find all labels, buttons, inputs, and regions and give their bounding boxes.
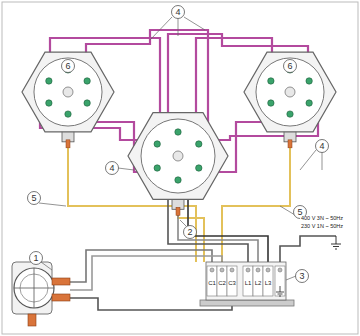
terminal-pin [306,100,312,106]
terminal-screw [266,268,270,272]
frame [2,2,358,334]
terminal-pin [196,165,202,171]
callout-number: 6 [287,62,292,71]
terminal-label: C1 [208,280,216,286]
callout-number: 5 [31,194,36,203]
terminal-pin [175,129,181,135]
heating-element [244,52,336,148]
terminal-pin [306,78,312,84]
terminal-pin [84,100,90,106]
terminal-label: L2 [255,280,262,286]
terminal-pin [154,141,160,147]
terminal-pin [268,78,274,84]
terminal-pin [154,165,160,171]
terminal-cell [243,266,253,296]
callout-number: 4 [109,164,114,173]
callout-circles [28,6,329,283]
terminal-cell [227,266,237,296]
terminal-pin [46,78,52,84]
terminal-pin [84,78,90,84]
terminal-label: C3 [228,280,236,286]
yellow-wires [68,142,290,262]
terminal-screw [220,268,224,272]
terminal-screw [230,268,234,272]
heating-element [128,113,228,216]
terminal-label: L3 [265,280,272,286]
terminal-label: L1 [245,280,252,286]
heating-element [22,52,114,148]
supply-wires [168,200,336,262]
callout-number: 5 [297,208,302,217]
callout-number: 2 [187,228,192,237]
supply-note: 400 V 3N ~ 50Hz [300,216,344,222]
terminal-pin [196,141,202,147]
terminal-cell [253,266,263,296]
leader-lines [39,17,322,280]
ground-symbol [276,286,284,296]
terminal-pin [287,111,293,117]
terminal-cell [263,266,273,296]
terminal-screw [256,268,260,272]
terminal-pin [46,100,52,106]
terminal-pin [65,111,71,117]
terminal-pin [268,100,274,106]
terminal-cell [207,266,217,296]
terminal-screw [278,268,282,272]
terminal-pin [175,177,181,183]
callout-number: 6 [65,62,70,71]
callout-number: 1 [33,254,38,263]
terminal-block [200,262,294,306]
callout-number: 4 [175,8,180,17]
terminal-screw [210,268,214,272]
callout-number: 4 [319,142,324,151]
supply-note: 230 V 1N ~ 50Hz [300,224,344,230]
terminal-screw [246,268,250,272]
terminal-label: C2 [218,280,226,286]
terminal-cell [217,266,227,296]
terminal-cell [275,266,285,296]
callout-number: 3 [299,272,304,281]
thermostat [12,262,70,326]
ground-symbol [331,236,341,249]
